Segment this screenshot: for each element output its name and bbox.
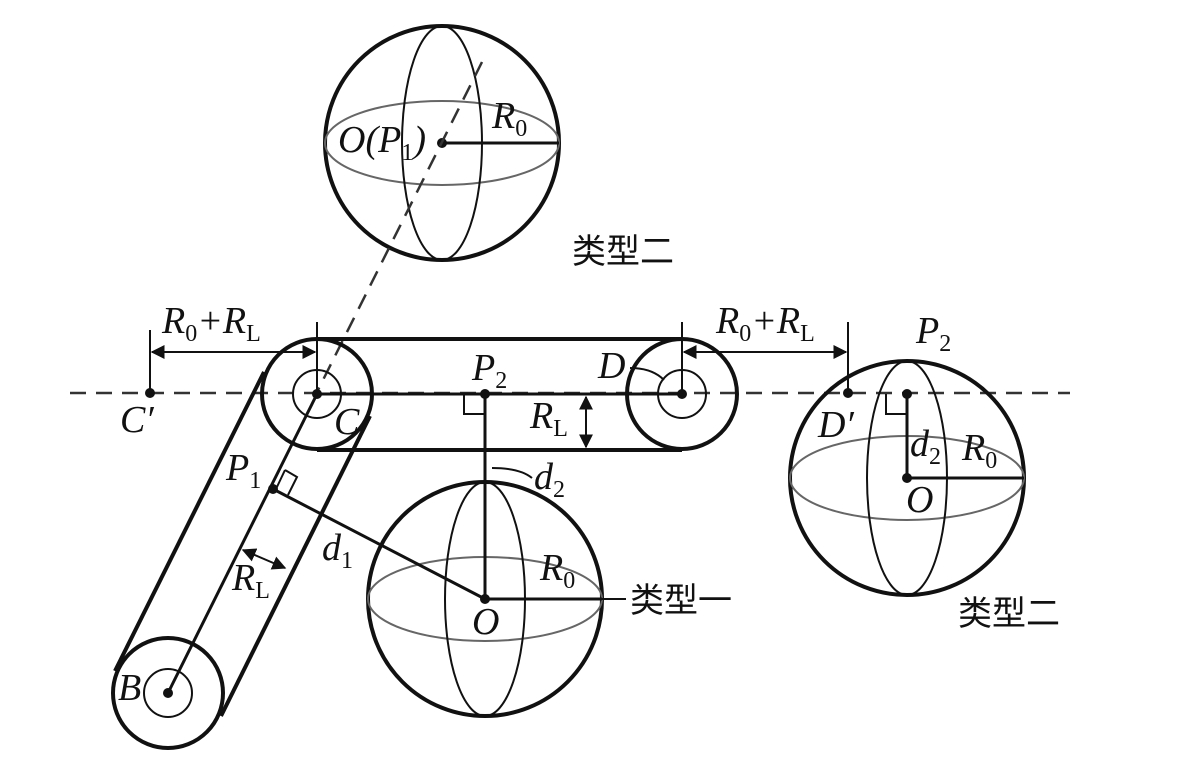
d-leader bbox=[629, 367, 665, 381]
dashed-diagonal-line bbox=[315, 61, 484, 393]
label-r0-top: R0 bbox=[491, 95, 527, 142]
label-rl-bracket: RL bbox=[529, 395, 568, 442]
label-c: C bbox=[334, 401, 360, 443]
label-c-prime: C′ bbox=[120, 399, 154, 441]
label-p1: P1 bbox=[225, 447, 261, 494]
dimension-left bbox=[145, 322, 318, 398]
label-o-p1: O(P1) bbox=[338, 119, 426, 166]
label-d1: d1 bbox=[322, 527, 353, 574]
d2-leader bbox=[491, 467, 533, 479]
label-type2-top: 类型二 bbox=[572, 232, 674, 272]
label-d2-right: d2 bbox=[910, 423, 941, 470]
capsule-bc bbox=[111, 371, 372, 750]
label-r0-rl-right: R0+RL bbox=[715, 300, 815, 347]
label-type1: 类型一 bbox=[630, 581, 732, 621]
label-d: D bbox=[597, 345, 625, 387]
label-r0-right: R0 bbox=[961, 427, 997, 474]
dimension-right bbox=[681, 322, 853, 398]
label-rl-tube: RL bbox=[231, 557, 270, 604]
label-d2-center: d2 bbox=[534, 456, 565, 503]
label-r0-rl-left: R0+RL bbox=[161, 300, 261, 347]
label-type2-right: 类型二 bbox=[958, 594, 1060, 634]
label-p2-center: P2 bbox=[471, 347, 507, 394]
sphere-right bbox=[788, 359, 1026, 597]
label-d-prime: D′ bbox=[817, 404, 854, 446]
sphere-top bbox=[323, 24, 561, 262]
label-b: B bbox=[118, 667, 141, 709]
label-o-right: O bbox=[906, 479, 933, 521]
label-p2-right: P2 bbox=[915, 310, 951, 357]
rl-tube-arrow bbox=[241, 548, 287, 570]
label-o-bottom: O bbox=[472, 601, 499, 643]
capsule-cd bbox=[260, 337, 739, 452]
label-r0-bottom: R0 bbox=[539, 547, 575, 594]
